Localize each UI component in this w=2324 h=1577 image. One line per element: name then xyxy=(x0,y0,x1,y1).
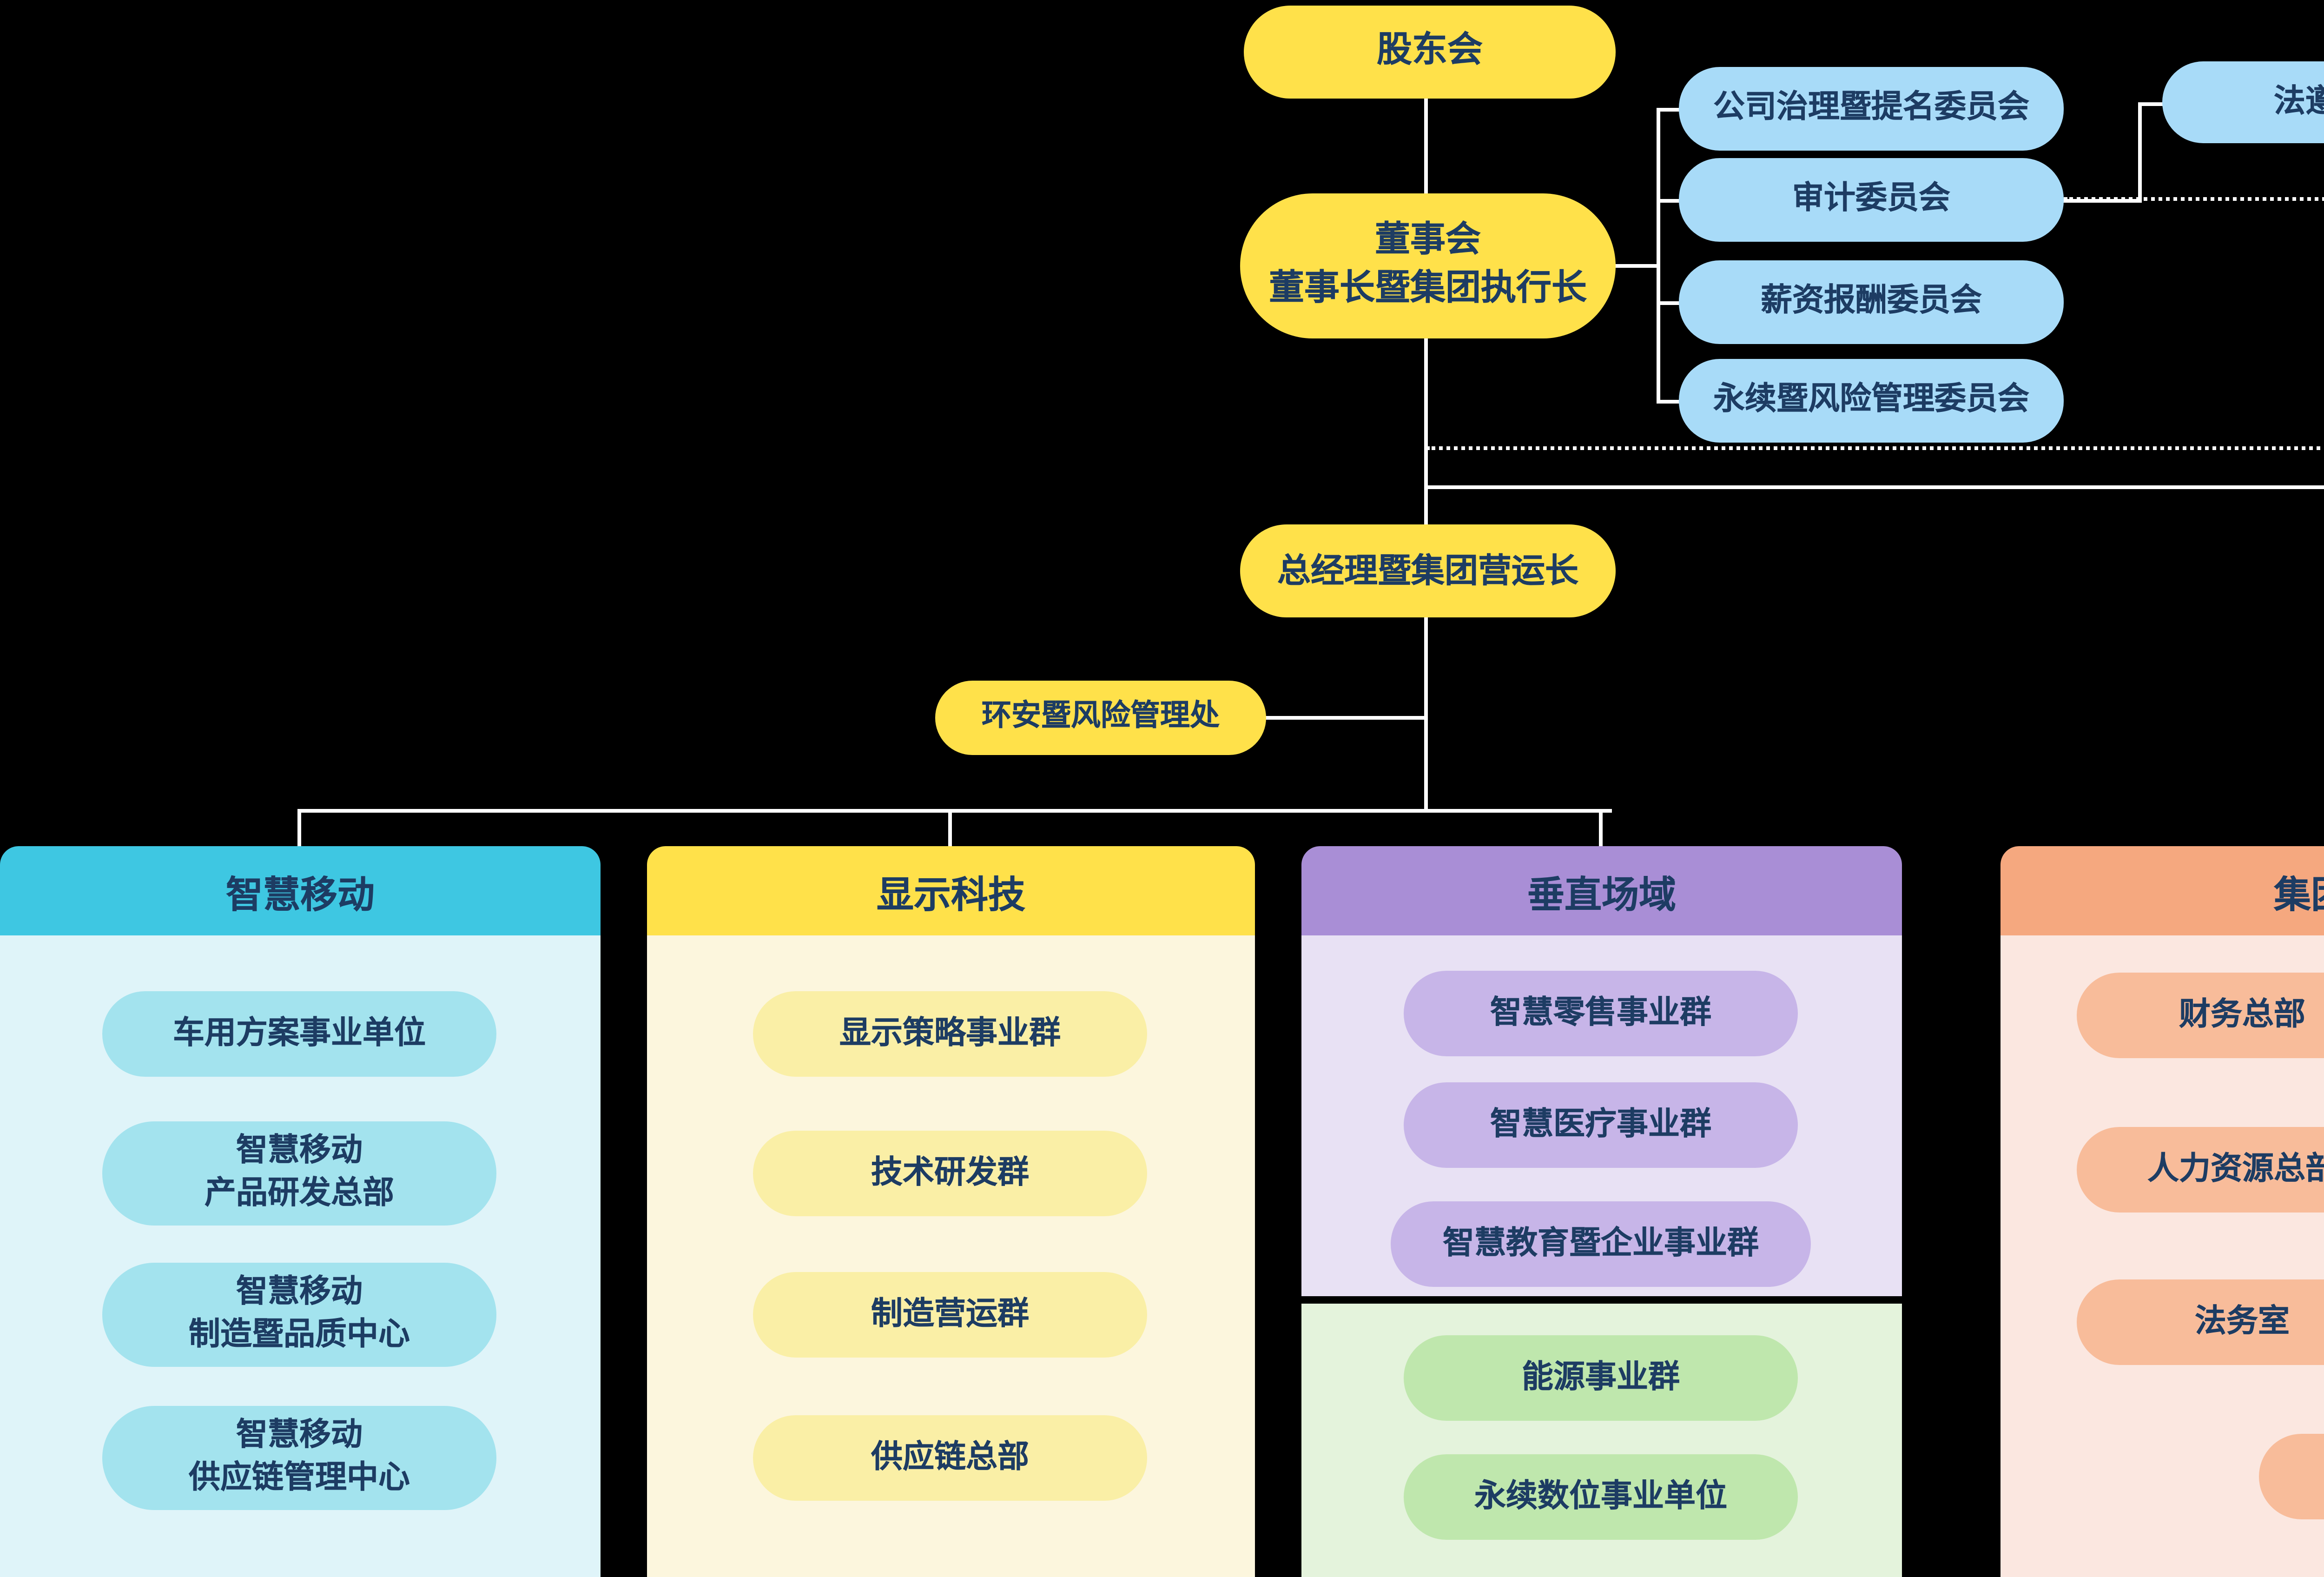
connector-line xyxy=(2062,199,2140,203)
unit-sustainable-digital: 永续数位事业单位 xyxy=(1404,1454,1798,1540)
connector-line xyxy=(1424,485,2324,489)
unit-mobility-product-rd: 智慧移动 产品研发总部 xyxy=(102,1121,496,1226)
connector-line xyxy=(2138,102,2142,203)
division-smart-mobility: 智慧移动 车用方案事业单位 智慧移动 产品研发总部 智慧移动 制造暨品质中心 智… xyxy=(0,846,601,1577)
node-president-coo: 总经理暨集团营运长 xyxy=(1240,524,1616,617)
node-committee-compensation: 薪资报酬委员会 xyxy=(1679,260,2064,344)
unit-supply-chain-hq: 供应链总部 xyxy=(753,1415,1147,1501)
connector-line xyxy=(297,809,1612,813)
node-committee-audit: 审计委员会 xyxy=(1679,158,2064,242)
connector-dotted xyxy=(2064,197,2324,201)
unit-automotive-solutions: 车用方案事业单位 xyxy=(102,991,496,1077)
connector-line xyxy=(1657,108,1683,112)
unit-mobility-mfg-quality: 智慧移动 制造暨品质中心 xyxy=(102,1263,496,1367)
connector-line xyxy=(1657,301,1683,305)
node-committee-governance-nomination: 公司治理暨提名委员会 xyxy=(1679,67,2064,151)
unit-mobility-supply-chain: 智慧移动 供应链管理中心 xyxy=(102,1406,496,1510)
division-vertical-domains: 垂直场域 智慧零售事业群 智慧医疗事业群 智慧教育暨企业事业群 能源事业群 永续… xyxy=(1301,846,1902,1577)
connector-line xyxy=(1657,400,1683,404)
division-header: 集团营运支援单位 xyxy=(2000,846,2324,935)
connector-line xyxy=(1424,337,1428,526)
unit-smart-retail: 智慧零售事业群 xyxy=(1404,971,1798,1056)
unit-technology-rd: 技术研发群 xyxy=(753,1131,1147,1216)
division-header: 智慧移动 xyxy=(0,846,601,935)
division-group-operation-support: 集团营运支援单位 财务总部 数位技术发展总部 人力资源总部 永续发展总部 法务室… xyxy=(2000,846,2324,1577)
division-header: 垂直场域 xyxy=(1301,846,1902,935)
connector-line xyxy=(1657,199,1683,203)
unit-manufacturing-operations: 制造营运群 xyxy=(753,1272,1147,1358)
connector-line xyxy=(1264,716,1428,720)
unit-legal-office: 法务室 xyxy=(2077,1279,2324,1365)
connector-line xyxy=(1614,264,1658,268)
node-shareholders: 股东会 xyxy=(1244,6,1616,99)
connector-dotted xyxy=(1426,446,2324,450)
connector-line xyxy=(948,809,952,848)
unit-energy: 能源事业群 xyxy=(1404,1335,1798,1421)
node-committee-sustainability-risk: 永续暨风险管理委员会 xyxy=(1679,359,2064,443)
connector-line xyxy=(297,809,301,848)
unit-display-strategy: 显示策略事业群 xyxy=(753,991,1147,1077)
connector-line xyxy=(2138,102,2164,106)
division-header: 显示科技 xyxy=(647,846,1255,935)
unit-smart-medical: 智慧医疗事业群 xyxy=(1404,1082,1798,1168)
node-esh-risk-office: 环安暨风险管理处 xyxy=(935,681,1266,755)
unit-human-resources-hq: 人力资源总部 xyxy=(2077,1127,2324,1213)
connector-line xyxy=(1657,108,1660,404)
node-board: 董事会 董事长暨集团执行长 xyxy=(1240,193,1616,338)
connector-line xyxy=(1599,809,1603,848)
unit-audit-management: 稽核管理处 xyxy=(2259,1434,2324,1519)
node-compliance-counsel: 法遵总顾问 xyxy=(2162,61,2324,143)
connector-line xyxy=(1424,616,1428,813)
unit-smart-education-enterprise: 智慧教育暨企业事业群 xyxy=(1391,1201,1811,1287)
unit-finance-hq: 财务总部 xyxy=(2077,973,2324,1058)
connector-line xyxy=(1424,99,1428,195)
division-display-technology: 显示科技 显示策略事业群 技术研发群 制造营运群 供应链总部 xyxy=(647,846,1255,1577)
